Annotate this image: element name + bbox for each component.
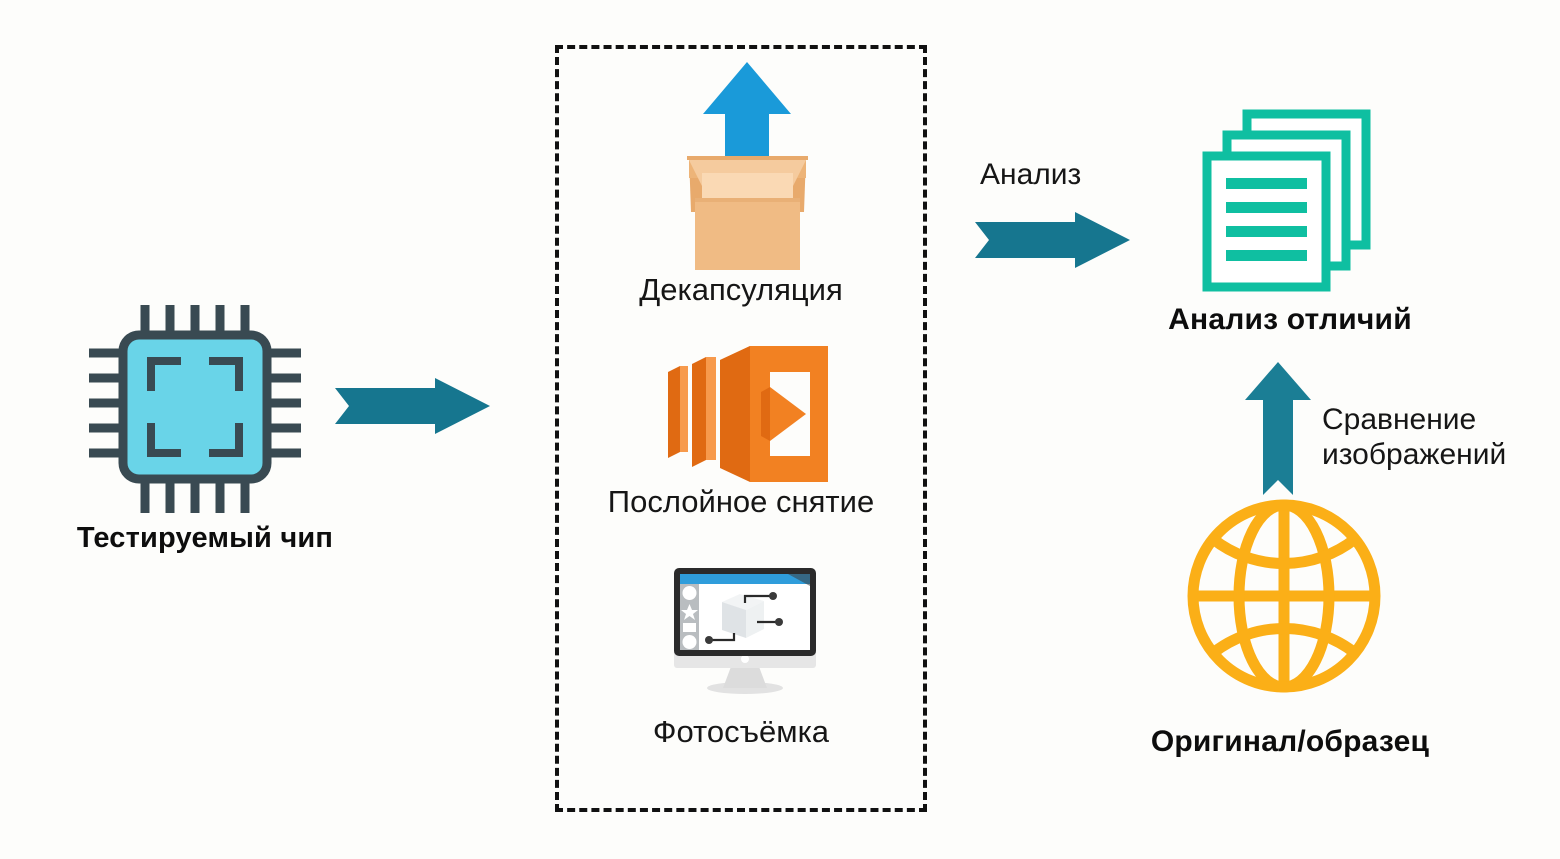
node-delayering-label: Послойное снятие [607,484,875,519]
globe-icon [1187,499,1381,693]
node-chip [85,295,325,525]
node-photography [660,560,830,695]
layers-3d-icon [668,346,828,482]
open-box-icon [687,62,808,270]
desktop-monitor-icon [674,568,816,694]
node-decapsulation-label: Декапсуляция [639,272,843,307]
edge-label-analysis: Анализ [980,158,1082,191]
edge-label-image-comparison: Сравнение изображений [1322,402,1506,473]
node-photography-label: Фотосъёмка [652,714,830,749]
node-difference-analysis [1195,108,1395,292]
node-chip-label: Тестируемый чип [76,522,334,554]
stacked-documents-icon [1202,109,1371,292]
arrow-chip-to-process [335,378,490,434]
process-group-box [555,45,927,812]
node-original-sample-label: Оригинал/образец [1150,725,1430,758]
edge-label-image-comparison-line2: изображений [1322,438,1507,472]
arrow-process-to-analysis [975,212,1130,268]
node-delayering [658,344,833,484]
microchip-icon [89,305,301,513]
node-difference-analysis-label: Анализ отличий [1168,303,1412,336]
arrow-sample-to-analysis [1243,362,1313,495]
node-original-sample [1185,497,1383,695]
edge-label-image-comparison-line1: Сравнение [1322,403,1477,436]
node-decapsulation [665,60,830,275]
